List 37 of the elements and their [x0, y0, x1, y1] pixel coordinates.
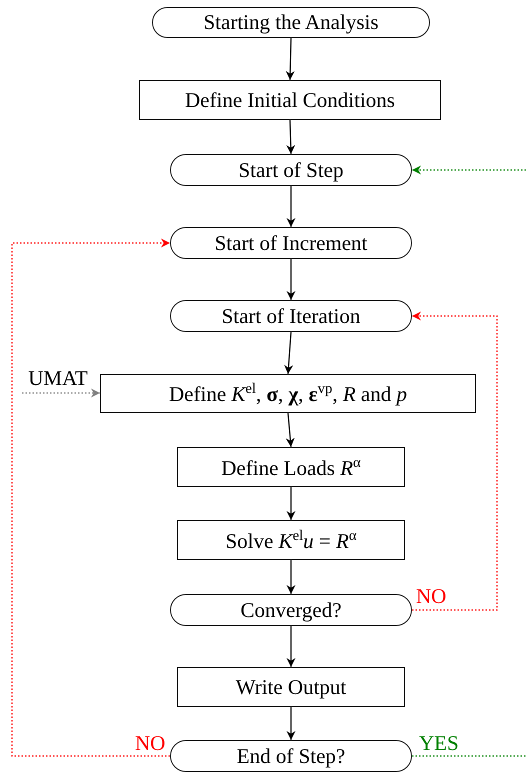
terminal-box [170, 154, 412, 186]
node-text: Starting the Analysis [204, 12, 378, 33]
process-box [177, 667, 405, 707]
terminal-box [170, 300, 412, 332]
arrow [11, 238, 170, 757]
node-text: Start of Increment [214, 232, 368, 254]
process-box [177, 520, 405, 560]
node-text: End of Step? [236, 746, 346, 766]
arrow [284, 332, 294, 374]
source-label: UMAT [28, 368, 88, 388]
arrow [286, 186, 296, 227]
terminal-box [170, 740, 412, 772]
arrow [412, 166, 526, 174]
terminal-box [152, 7, 430, 38]
terminal-box [170, 227, 412, 259]
process-box [139, 80, 441, 120]
node-text: Solve K$^{el}$u = R$^{α}$ [225, 528, 357, 552]
node-text: Start of Iteration [222, 306, 360, 326]
arrow [22, 388, 100, 398]
arrow [286, 626, 296, 667]
terminal-box [170, 594, 412, 626]
arrow [412, 312, 498, 611]
arrow [286, 560, 296, 594]
arrow [286, 120, 296, 154]
node-text: Define Loads R$^{α}$ [221, 456, 361, 478]
arrow [286, 707, 296, 740]
arrow [286, 38, 295, 80]
node-text: Define Initial Conditions [185, 90, 395, 110]
node-text: Define K$^{el}$, σ, χ, ε$^{vp}$, R and p [169, 382, 407, 405]
node-text: Start of Step [238, 160, 344, 180]
node-text: Write Output [236, 676, 346, 698]
arrow [286, 487, 296, 520]
process-box [177, 447, 405, 487]
process-box [100, 374, 476, 413]
arrow [286, 259, 296, 300]
node-text: Converged? [240, 600, 342, 620]
arrow [286, 412, 295, 448]
